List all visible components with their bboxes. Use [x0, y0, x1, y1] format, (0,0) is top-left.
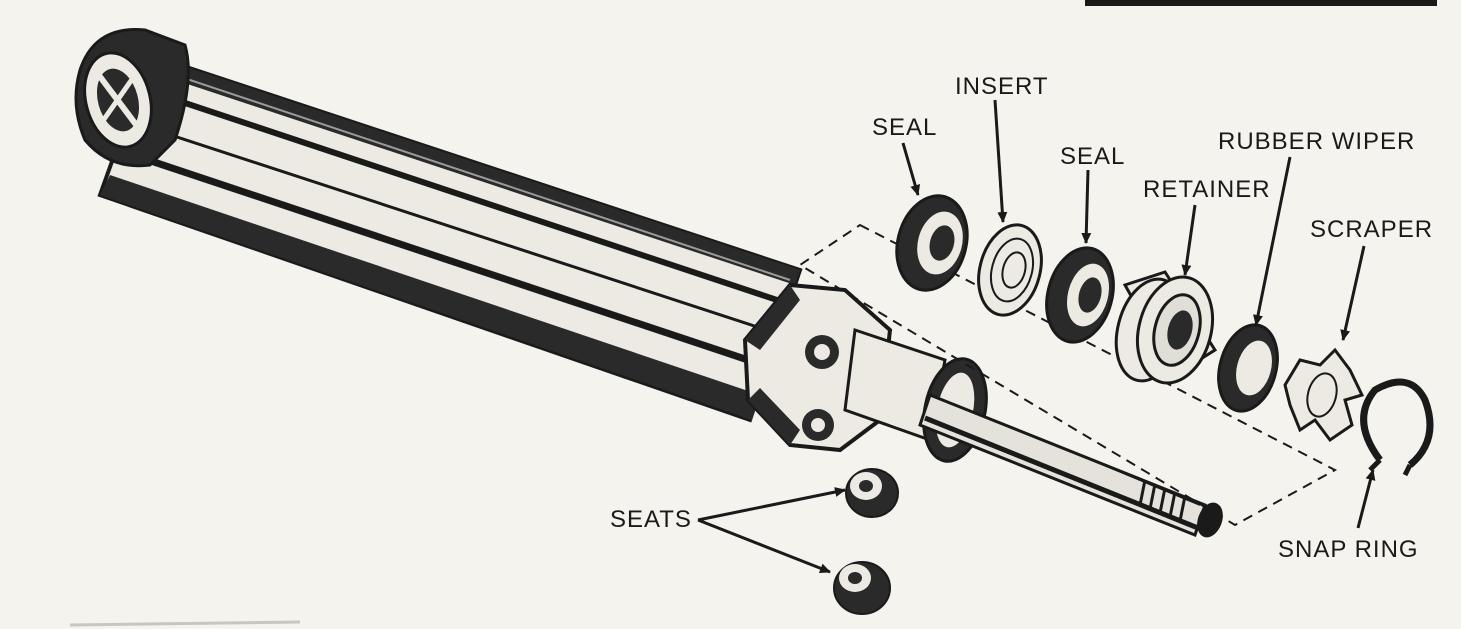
leader-arrows: [697, 99, 1376, 574]
snap-ring-part: [1360, 378, 1434, 477]
arrow-seal-1: [901, 142, 921, 196]
scraper-part: [1283, 347, 1365, 443]
arrow-retainer: [1181, 204, 1197, 276]
arrow-scraper: [1340, 245, 1366, 341]
piston-rod: [918, 393, 1223, 538]
top-rule: [1085, 0, 1437, 6]
label-snap-ring: SNAP RING: [1278, 536, 1419, 563]
cylinder-body: [97, 52, 803, 423]
explode-guide-lines: [798, 223, 1338, 527]
insert-part: [977, 223, 1043, 317]
scan-smudge: [69, 620, 301, 627]
arrow-rubber-wiper: [1253, 156, 1292, 326]
arrow-snap-ring: [1356, 469, 1376, 529]
label-scraper: SCRAPER: [1310, 216, 1434, 243]
seat-part-2: [833, 561, 891, 615]
label-insert: INSERT: [955, 73, 1049, 100]
label-rubber-wiper: RUBBER WIPER: [1218, 128, 1416, 155]
arrow-seats-1: [697, 487, 846, 522]
rubber-wiper-part: [1217, 323, 1279, 413]
retainer-part: [1114, 270, 1218, 385]
label-seats: SEATS: [610, 506, 692, 533]
arrow-seal-2: [1081, 169, 1092, 244]
label-seal-1: SEAL: [872, 114, 938, 141]
end-fitting: [74, 28, 190, 168]
seat-part-1: [845, 468, 899, 518]
label-seal-2: SEAL: [1060, 143, 1126, 170]
seal-part-2: [1045, 246, 1115, 344]
seal-part-1: [895, 194, 969, 292]
arrow-insert: [993, 99, 1008, 223]
label-retainer: RETAINER: [1143, 176, 1271, 203]
arrow-seats-2: [697, 518, 831, 574]
